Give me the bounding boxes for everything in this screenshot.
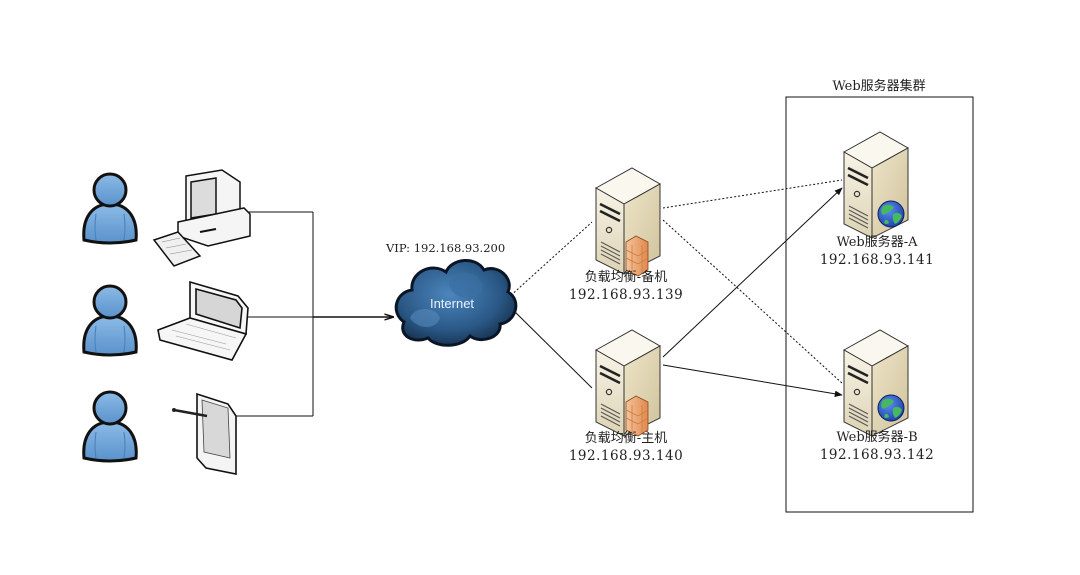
laptop-icon [157,280,249,361]
lb-backup-name: 负载均衡-备机 [585,269,667,285]
client-connectors [236,211,393,417]
link-lb-backup-to-web-a [662,179,843,209]
link-lb-backup-to-web-b [662,219,844,385]
web-b-ip: 192.168.93.142 [820,447,934,463]
link-lb-master-to-web-a [662,187,843,358]
user-icon [82,390,138,463]
lb-master-node: 负载均衡-主机 192.168.93.140 [569,328,683,464]
desktop-computer-icon [152,169,251,267]
lb-backup-node: 负载均衡-备机 192.168.93.139 [569,166,683,303]
internet-label: Internet [430,296,474,311]
lb-backup-ip: 192.168.93.139 [569,287,683,303]
web-a-name: Web服务器-A [836,234,918,250]
vip-label: VIP: 192.168.93.200 [385,241,505,255]
tablet-icon [172,392,237,475]
user-icon [82,284,138,357]
web-server-a-node: Web服务器-A 192.168.93.141 [820,130,934,268]
web-cluster-box [785,96,974,513]
globe-icon [877,200,905,228]
web-b-name: Web服务器-B [836,429,917,445]
web-server-b-node: Web服务器-B 192.168.93.142 [820,328,934,463]
lb-master-name: 负载均衡-主机 [585,431,667,446]
lb-master-ip: 192.168.93.140 [569,448,683,464]
web-a-ip: 192.168.93.141 [820,252,934,268]
internet-cloud-icon: Internet [394,259,518,347]
cluster-title: Web服务器集群 [832,78,925,94]
globe-icon [877,394,905,422]
server-icon [842,328,910,438]
link-internet-to-lb-backup [507,221,593,299]
link-lb-master-to-web-b [662,364,843,397]
user-icon [82,172,138,245]
link-internet-to-lb-master [507,304,593,389]
firewall-icon [625,395,649,437]
stylus-icon [173,408,208,418]
